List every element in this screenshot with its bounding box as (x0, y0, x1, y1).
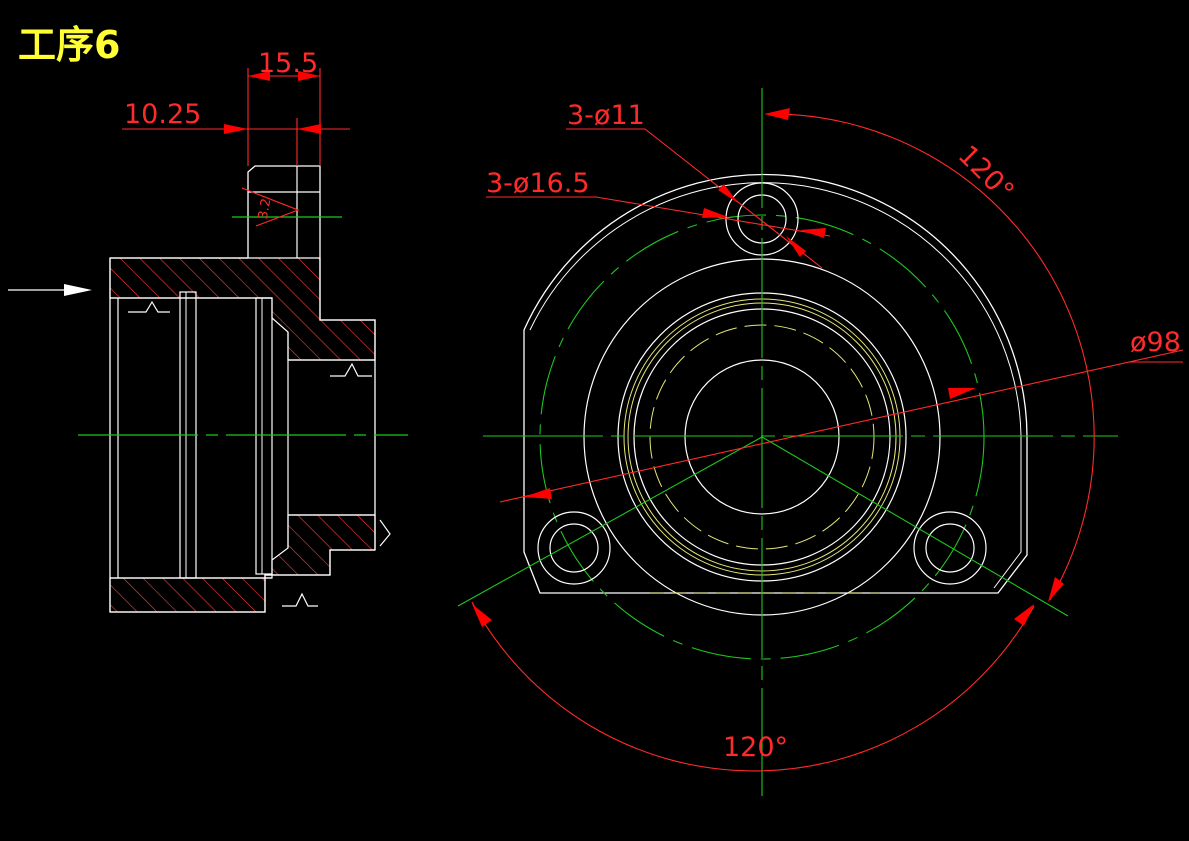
angle-arc-bottom-arrow-2 (1014, 604, 1034, 626)
angle-arc-bottom (471, 601, 1035, 772)
leader-hole-small-arrow-2 (786, 236, 806, 257)
bolt-hole-left (537, 511, 611, 585)
bolt-pitch-circle (539, 214, 985, 660)
leader-hole-large-arrow-2 (800, 228, 826, 238)
dim-diameter-line (499, 349, 1184, 503)
dim-10-25-label: 10.25 (124, 99, 201, 130)
roughness-mark-lug (241, 187, 300, 227)
flange-outline (523, 173, 1028, 594)
angle-arc-bottom-arrow-1 (472, 604, 492, 627)
dim-15-5-arrow-l (248, 71, 270, 81)
hole-large-label: 3-ø16.5 (486, 168, 590, 199)
roughness-mark-4 (379, 519, 391, 547)
dim-10-25-arrow-l (224, 124, 248, 134)
section-hatch-bottom (109, 514, 376, 613)
radial-line-right (761, 436, 1069, 617)
dim-diameter-label: ø98 (1130, 327, 1181, 358)
small-bore-circle (684, 359, 840, 515)
angle-top-label: 120° (952, 140, 1020, 208)
angle-arc-top (765, 113, 1095, 601)
angle-arc-top-arrow-1 (764, 108, 790, 120)
hole-small-label: 3-ø11 (567, 100, 645, 131)
section-view: 3.2 15.5 1 (8, 48, 408, 613)
radial-line-left (457, 436, 763, 607)
groove-ring-2 (255, 297, 273, 575)
dim-15-5-arrow-r (298, 71, 320, 81)
bolt-hole-right (913, 511, 987, 585)
leader-hole-large (486, 196, 831, 237)
leader-hole-large-arrow-1 (702, 208, 728, 218)
angle-arc-top-arrow-2 (1048, 577, 1064, 602)
front-view: 120° 120° ø98 3-ø11 3-ø16.5 (457, 88, 1184, 796)
section-hatch-top (109, 257, 376, 361)
clamp-arrow-head (64, 284, 92, 296)
dim-10-25-arrow-r (297, 124, 321, 134)
dim-15-5-label: 15.5 (258, 48, 318, 79)
roughness-mark-2 (330, 362, 372, 377)
roughness-value: 3.2 (256, 197, 274, 220)
dim-diameter-arrow-2 (948, 388, 976, 399)
roughness-mark-3 (282, 592, 318, 607)
flange-lug (247, 165, 321, 258)
process-title: 工序6 (18, 23, 120, 67)
roughness-mark-1 (128, 300, 170, 313)
leader-hole-small-arrow-1 (718, 184, 738, 203)
leader-hole-small (566, 128, 823, 269)
dim-diameter-arrow-1 (524, 488, 552, 499)
angle-bottom-label: 120° (723, 732, 788, 763)
flange-outline-inner (529, 182, 1022, 589)
